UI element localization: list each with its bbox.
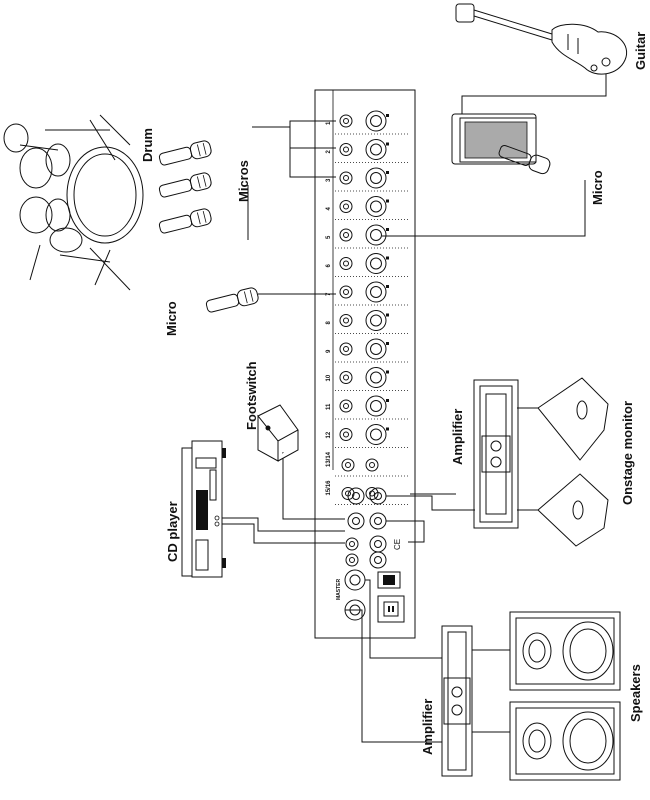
cables <box>222 65 607 743</box>
channel-strip: 13/14 <box>326 451 410 477</box>
drum-kit <box>3 114 144 291</box>
xlr-input <box>365 167 387 189</box>
line-input-jack <box>339 200 353 213</box>
vocal-microphone <box>205 287 259 313</box>
line-input-jack <box>339 114 353 128</box>
label-drum: Drum <box>140 128 155 162</box>
channel-strip: 7 <box>326 281 410 306</box>
xlr-input <box>365 281 387 303</box>
amplifier-onstage <box>473 379 519 529</box>
channel-strip: 8 <box>326 310 410 334</box>
channel-number: 3 <box>326 178 332 182</box>
label-micro-right: Micro <box>590 170 605 205</box>
channel-strip: 15/16 <box>326 480 410 505</box>
channel-number: 9 <box>326 349 332 353</box>
label-cd-player: CD player <box>165 501 180 562</box>
line-input-jack <box>339 371 353 384</box>
channel-strip: 6 <box>326 253 410 277</box>
master-label: MASTER <box>336 579 342 601</box>
channel-strip: 9 <box>326 338 410 363</box>
stereo-input-jack <box>365 458 379 472</box>
speakers <box>509 611 621 781</box>
channel-strip: 3 <box>326 167 410 192</box>
stereo-input-jack <box>365 487 379 500</box>
xlr-input <box>365 253 387 274</box>
line-input-jack <box>339 314 353 327</box>
channel-number: 13/14 <box>326 451 332 467</box>
guitar-amplifier <box>451 113 551 175</box>
channel-number: 10 <box>326 374 332 381</box>
cd-player <box>181 440 226 578</box>
xlr-input <box>365 224 387 246</box>
label-amplifier-bottom: Amplifier <box>420 699 435 755</box>
channel-strip: 2 <box>326 139 410 163</box>
channel-number: 2 <box>326 150 332 154</box>
xlr-input <box>365 367 387 388</box>
channel-number: 5 <box>326 235 332 239</box>
label-onstage-monitor: Onstage monitor <box>620 401 635 505</box>
line-input-jack <box>339 399 353 413</box>
footswitch <box>257 404 299 462</box>
channel-number: 15/16 <box>326 480 332 496</box>
mixer-io-section: CE MASTER <box>336 487 405 623</box>
stereo-input-jack <box>341 458 355 472</box>
drum-microphone <box>158 140 212 166</box>
line-input-jack <box>339 143 353 156</box>
xlr-input <box>365 196 387 217</box>
channel-number: 8 <box>326 321 332 325</box>
channel-strip: 5 <box>326 224 410 249</box>
xlr-input <box>365 139 387 160</box>
label-guitar: Guitar <box>633 32 648 70</box>
guitar-icon <box>455 3 628 75</box>
channel-strip: 11 <box>326 395 410 420</box>
drum-microphone <box>158 172 212 198</box>
label-amplifier-top: Amplifier <box>450 409 465 465</box>
labels: Drum Micros Micro Micro Guitar Footswitc… <box>140 32 648 755</box>
drum-micros <box>158 140 212 234</box>
xlr-input <box>365 338 387 360</box>
channel-number: 4 <box>326 207 332 211</box>
xlr-input <box>365 424 387 445</box>
channel-strip: 12 <box>326 424 410 448</box>
line-input-jack <box>339 428 353 441</box>
xlr-input <box>365 310 387 331</box>
label-micro-left: Micro <box>164 301 179 336</box>
channel-number: 11 <box>326 403 332 410</box>
amplifier-main <box>441 625 473 777</box>
label-speakers: Speakers <box>628 664 643 722</box>
channel-strip: 4 <box>326 196 410 220</box>
label-micros: Micros <box>236 160 251 202</box>
line-input-jack <box>339 228 353 242</box>
label-footswitch: Footswitch <box>244 361 259 430</box>
svg-text:CE: CE <box>393 539 402 550</box>
channel-number: 6 <box>326 264 332 268</box>
xlr-input <box>365 110 387 132</box>
line-input-jack <box>339 257 353 270</box>
drum-microphone <box>158 208 212 234</box>
onstage-monitors <box>537 377 609 547</box>
line-input-jack <box>339 285 353 299</box>
line-input-jack <box>339 171 353 185</box>
channel-strip: 1 <box>326 110 410 135</box>
line-input-jack <box>339 342 353 356</box>
channel-strip: 10 <box>326 367 410 391</box>
channel-number: 12 <box>326 431 332 438</box>
xlr-input <box>365 395 387 417</box>
channel-number: 1 <box>326 121 332 125</box>
